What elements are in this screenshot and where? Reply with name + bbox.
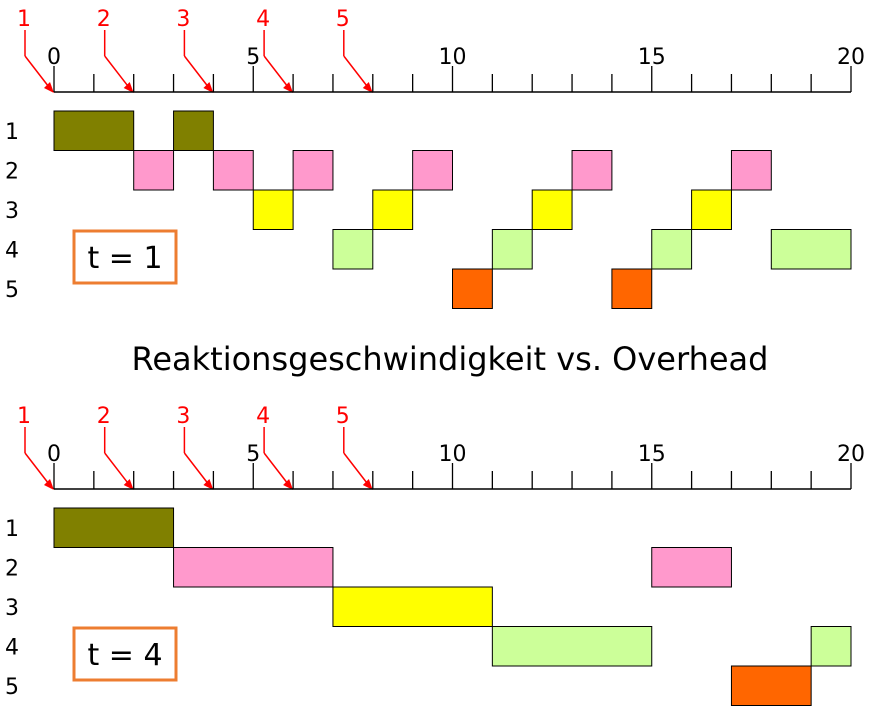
process-row-label: 4 [5, 238, 19, 263]
process-4-block [491, 229, 533, 270]
process-row-label: 5 [5, 675, 19, 700]
diagram-title: Reaktionsgeschwindigkeit vs. Overhead [132, 340, 769, 378]
arrival-arrowhead [44, 82, 54, 93]
axis-tick-label: 15 [638, 442, 666, 467]
process-3-block [531, 189, 573, 230]
process-3-block [372, 189, 414, 230]
process-row-label: 3 [5, 199, 19, 224]
arrival-label: 3 [176, 7, 190, 32]
process-2-block [133, 150, 175, 191]
process-1-block [173, 110, 214, 151]
arrival-label: 1 [17, 7, 31, 32]
time-slice-badge [72, 626, 178, 682]
process-2-block [412, 150, 453, 191]
process-row-label: 2 [5, 556, 19, 581]
process-4-block [332, 229, 374, 270]
time-slice-label: t = 1 [87, 241, 162, 276]
axis-tick-label: 20 [837, 442, 865, 467]
axis-tick-label: 10 [439, 45, 467, 70]
arrival-label: 1 [17, 404, 31, 429]
axis-tick-label: 5 [246, 45, 260, 70]
process-2-block [292, 150, 334, 191]
arrival-label: 2 [97, 404, 111, 429]
process-row-label: 4 [5, 635, 19, 660]
process-3-block [691, 189, 732, 230]
arrival-label: 5 [336, 7, 350, 32]
process-5-block [730, 665, 812, 706]
process-5-block [452, 268, 493, 309]
arrival-arrowhead [362, 82, 373, 93]
arrival-arrowhead [123, 82, 134, 93]
process-row-label: 2 [5, 159, 19, 184]
process-3-block [332, 586, 493, 627]
axis-tick-label: 15 [638, 45, 666, 70]
arrival-label: 4 [256, 404, 270, 429]
process-row-label: 3 [5, 596, 19, 621]
process-2-block [212, 150, 254, 191]
process-4-block [651, 229, 693, 270]
schedule-panel-top: 1 2 3 4 5 0 5 10 15 20 1 2 3 4 5 t = 1 [5, 7, 865, 309]
process-3-block [252, 189, 294, 230]
time-slice-label: t = 4 [87, 638, 162, 673]
arrival-arrowhead [44, 479, 54, 490]
process-4-block [491, 626, 653, 667]
arrival-arrowhead [123, 479, 134, 490]
process-2-block [173, 547, 334, 588]
schedule-panel-bottom: 1 2 3 4 5 0 5 10 15 20 1 2 3 4 5 t = 4 [5, 404, 865, 706]
process-1-block [53, 507, 175, 548]
process-4-block [810, 626, 852, 667]
time-slice-badge [72, 229, 178, 285]
axis-tick-label: 0 [47, 442, 61, 467]
arrival-arrowhead [283, 479, 294, 490]
process-row-label: 5 [5, 278, 19, 303]
axis-tick-label: 5 [246, 442, 260, 467]
arrival-arrowhead [362, 479, 373, 490]
process-4-block [770, 229, 852, 270]
process-1-block [53, 110, 135, 151]
process-2-block [730, 150, 772, 191]
axis-tick-label: 10 [439, 442, 467, 467]
process-2-block [571, 150, 613, 191]
arrival-arrowhead [203, 479, 214, 490]
process-5-block [611, 268, 653, 309]
arrival-label: 4 [256, 7, 270, 32]
process-2-block [651, 547, 732, 588]
arrival-arrowhead [203, 82, 214, 93]
process-row-label: 1 [5, 517, 19, 542]
arrival-label: 3 [176, 404, 190, 429]
arrival-label: 5 [336, 404, 350, 429]
process-row-label: 1 [5, 120, 19, 145]
axis-tick-label: 0 [47, 45, 61, 70]
arrival-arrowhead [283, 82, 294, 93]
axis-tick-label: 20 [837, 45, 865, 70]
arrival-label: 2 [97, 7, 111, 32]
